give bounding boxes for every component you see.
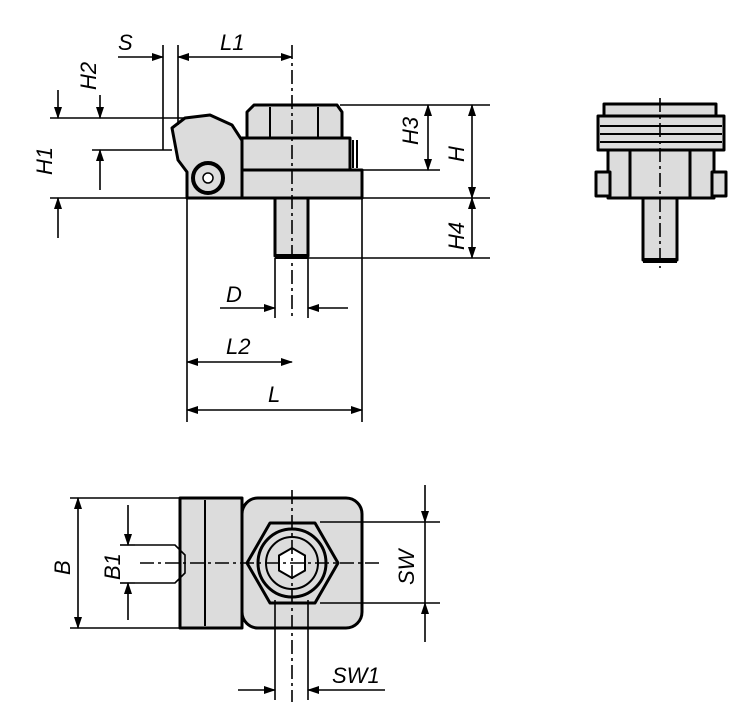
base-block [240, 168, 364, 200]
label-D: D [226, 282, 242, 307]
label-H4: H4 [444, 222, 469, 250]
label-L: L [268, 382, 280, 407]
label-L1: L1 [220, 30, 244, 55]
label-H1: H1 [32, 147, 57, 175]
jaw-slot [135, 544, 186, 584]
hex-nut [245, 103, 344, 140]
upper-block [240, 136, 352, 172]
label-L2: L2 [226, 334, 250, 359]
front-view: S L1 H2 H1 H3 H H4 D L2 L [32, 30, 490, 422]
label-SW1: SW1 [332, 663, 380, 688]
side-view [594, 98, 728, 268]
label-B1: B1 [100, 553, 125, 580]
label-SW: SW [394, 547, 419, 585]
label-H: H [444, 146, 469, 162]
label-H3: H3 [398, 116, 423, 145]
pivot-screw [202, 172, 214, 184]
label-S: S [118, 30, 133, 55]
bottom-view: B B1 SW SW1 [50, 485, 440, 702]
label-B: B [50, 560, 75, 575]
label-H2: H2 [76, 62, 101, 90]
